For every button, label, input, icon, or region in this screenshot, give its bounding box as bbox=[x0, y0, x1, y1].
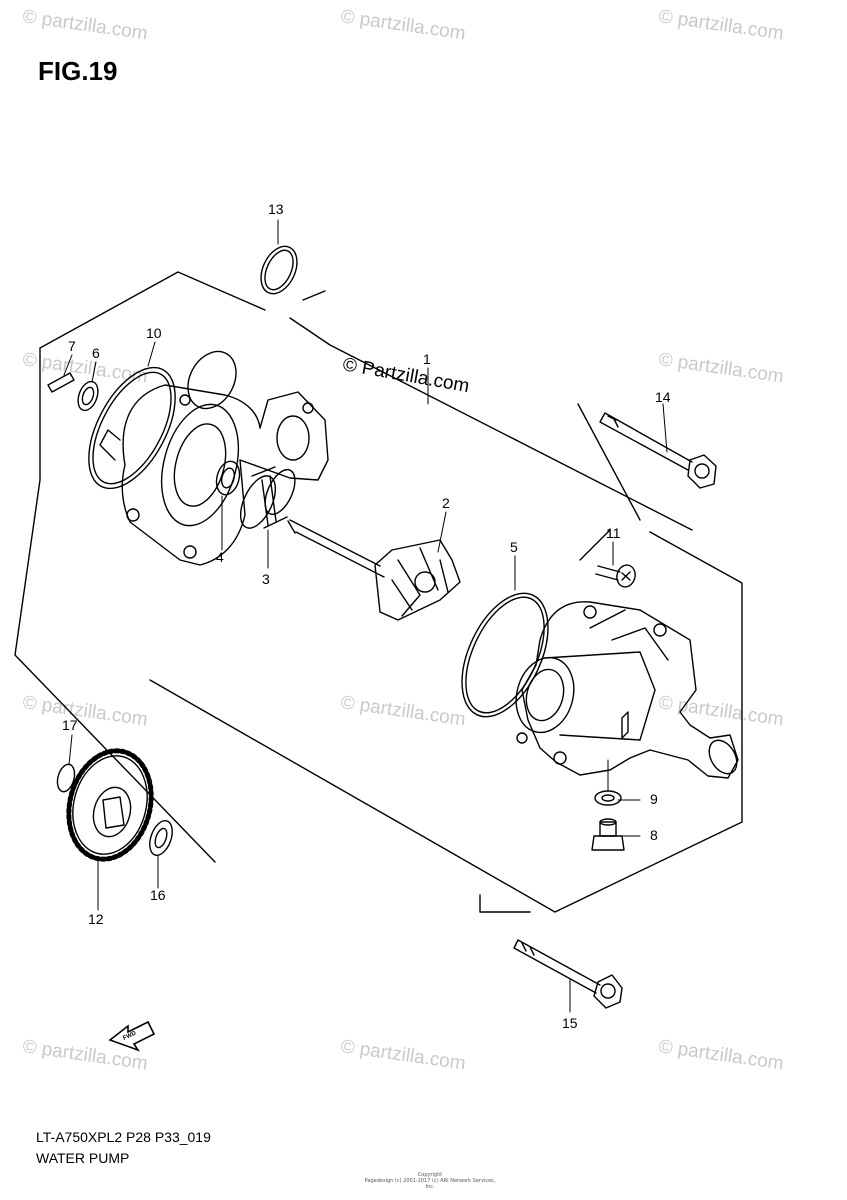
callout-6: 6 bbox=[92, 345, 100, 361]
washer-16 bbox=[149, 820, 173, 856]
dowel-pin-7 bbox=[47, 372, 75, 393]
washer-6 bbox=[77, 380, 99, 412]
callout-group: 1 2 3 4 5 6 7 8 9 10 11 12 13 14 15 16 1… bbox=[62, 201, 671, 1031]
diagram-name: WATER PUMP bbox=[36, 1150, 130, 1166]
watermark: © partzilla.com bbox=[657, 1036, 785, 1074]
watermark: © partzilla.com bbox=[339, 6, 467, 44]
bolt-15 bbox=[513, 939, 623, 1009]
mechanical-seal-3 bbox=[239, 466, 296, 529]
watermark: © partzilla.com bbox=[339, 692, 467, 730]
circlip-17 bbox=[56, 763, 76, 793]
watermark: © partzilla.com bbox=[21, 6, 149, 44]
drain-bolt-8 bbox=[591, 818, 625, 851]
callout-14: 14 bbox=[655, 389, 671, 405]
watermark: © partzilla.com bbox=[657, 6, 785, 44]
assembly-frame bbox=[14, 271, 743, 913]
callout-11: 11 bbox=[606, 525, 621, 541]
bolt-guide-line bbox=[577, 403, 641, 561]
diagram-code: LT-A750XPL2 P28 P33_019 bbox=[36, 1129, 211, 1145]
pump-cover bbox=[515, 601, 739, 779]
callout-8: 8 bbox=[650, 827, 658, 843]
watermark: © partzilla.com bbox=[657, 692, 785, 730]
callout-13: 13 bbox=[268, 201, 284, 217]
o-ring-13 bbox=[260, 245, 298, 295]
bolt-14 bbox=[599, 412, 717, 489]
callout-3: 3 bbox=[262, 571, 270, 587]
callout-16: 16 bbox=[150, 887, 166, 903]
watermark: © partzilla.com bbox=[339, 1036, 467, 1074]
pump-body bbox=[121, 384, 329, 566]
watermark: © partzilla.com bbox=[21, 692, 149, 730]
callout-5: 5 bbox=[510, 539, 518, 555]
impeller-2 bbox=[374, 539, 461, 621]
callout-4: 4 bbox=[216, 549, 224, 565]
callout-9: 9 bbox=[650, 791, 658, 807]
watermark-group: © partzilla.com © partzilla.com © partzi… bbox=[21, 6, 785, 1074]
leader-lines bbox=[63, 219, 668, 1013]
o-ring-5 bbox=[461, 592, 549, 718]
callout-17: 17 bbox=[62, 717, 78, 733]
frame-corner bbox=[479, 894, 531, 913]
copyright-line-1: Copyright bbox=[417, 1172, 443, 1178]
fwd-label: FWD bbox=[122, 1030, 138, 1041]
figure-title: FIG.19 bbox=[38, 56, 118, 86]
callout-10: 10 bbox=[146, 325, 162, 341]
o-ring-10 bbox=[88, 366, 176, 490]
oil-seal-4 bbox=[215, 460, 241, 496]
frame-dash bbox=[302, 290, 326, 301]
screw-11 bbox=[595, 564, 636, 588]
impeller-shaft bbox=[287, 519, 385, 578]
callout-15: 15 bbox=[562, 1015, 578, 1031]
pump-drive-gear-12 bbox=[66, 748, 154, 862]
callout-2: 2 bbox=[442, 495, 450, 511]
callout-7: 7 bbox=[68, 338, 76, 354]
fwd-arrow-icon: FWD bbox=[108, 1020, 156, 1052]
copyright-line-2: Pagedesign (c) 2001-2017 (c) ARI Network… bbox=[364, 1178, 496, 1190]
callout-1: 1 bbox=[423, 351, 431, 367]
gasket-9 bbox=[594, 790, 622, 806]
callout-12: 12 bbox=[88, 911, 104, 927]
watermark: © partzilla.com bbox=[657, 349, 785, 387]
